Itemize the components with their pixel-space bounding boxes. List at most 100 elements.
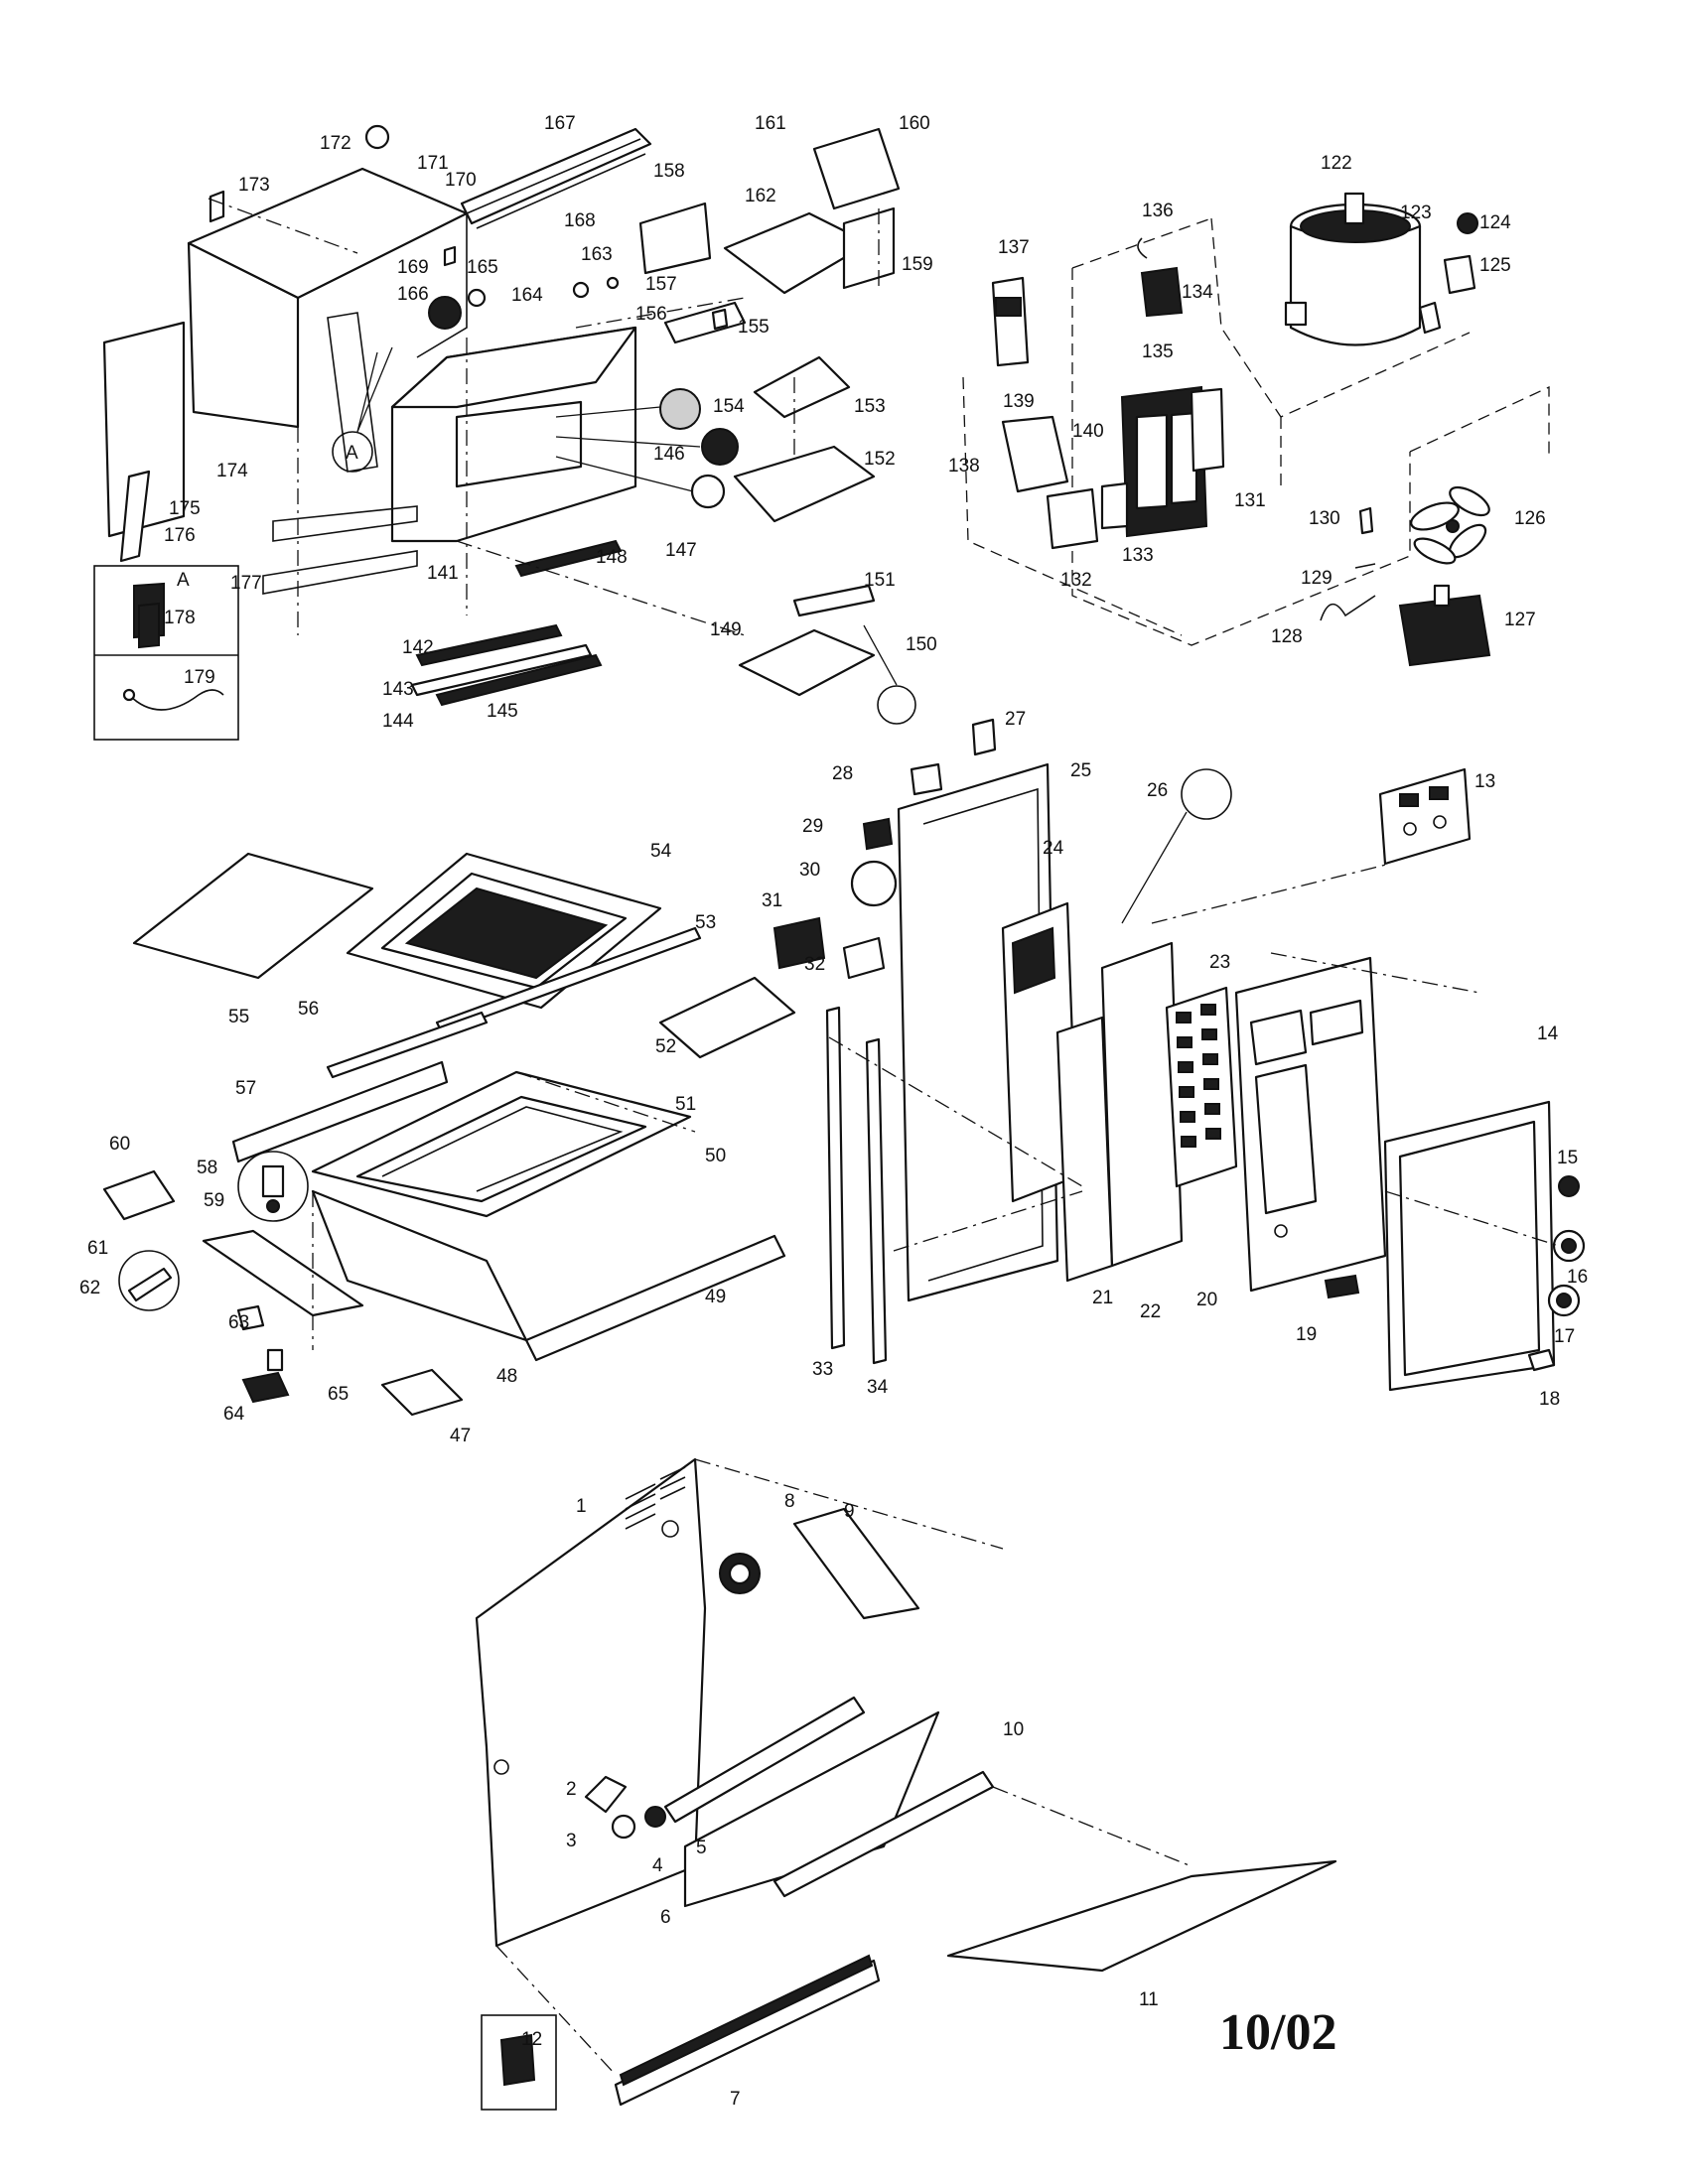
callout-62: 62 xyxy=(79,1278,100,1298)
fuse-holder xyxy=(1443,254,1476,295)
date-stamp: 10/02 xyxy=(1219,2004,1337,2061)
callout-139: 139 xyxy=(1003,391,1035,412)
callouts: 1 2 3 4 5 6 7 8 9 10 11 12 13 14 15 16 1… xyxy=(79,113,1588,2110)
callout-134: 134 xyxy=(1182,282,1213,303)
callout-3: 3 xyxy=(566,1831,577,1851)
electrical-assembly xyxy=(962,192,1550,667)
callout-147: 147 xyxy=(665,540,697,561)
callout-172: 172 xyxy=(320,133,351,154)
keypad-keys xyxy=(1176,1004,1221,1148)
callout-30: 30 xyxy=(799,860,820,881)
hinge-strip xyxy=(658,976,796,1059)
fan-blade xyxy=(1410,485,1490,565)
callout-144: 144 xyxy=(382,711,414,732)
callout-157: 157 xyxy=(645,274,677,295)
control-panel-assembly xyxy=(772,718,1586,1392)
callout-21: 21 xyxy=(1092,1288,1113,1308)
callout-127: 127 xyxy=(1504,610,1536,630)
callout-171: 171 xyxy=(417,153,449,174)
air-duct xyxy=(460,127,652,225)
door-bottom-assembly xyxy=(102,852,796,1417)
switch-32 xyxy=(842,936,886,980)
callout-123: 123 xyxy=(1400,203,1432,223)
callout-131: 131 xyxy=(1234,490,1266,511)
switch-31 xyxy=(772,916,826,970)
callout-133: 133 xyxy=(1122,545,1154,566)
fan-wire xyxy=(1320,595,1376,621)
callout-132: 132 xyxy=(1060,570,1092,591)
callout-54: 54 xyxy=(650,841,672,862)
callout-158: 158 xyxy=(653,161,685,182)
callout-136: 136 xyxy=(1142,201,1174,221)
callout-25: 25 xyxy=(1070,760,1091,781)
callout-161: 161 xyxy=(755,113,786,134)
latch-block xyxy=(241,1371,290,1404)
callout-125: 125 xyxy=(1479,255,1511,276)
callout-166: 166 xyxy=(397,284,429,305)
detail-58-circle xyxy=(237,1151,309,1222)
callout-65: 65 xyxy=(328,1384,349,1405)
cabinet-assembly xyxy=(475,1457,1337,2107)
detail-box-marker: A xyxy=(177,570,190,591)
callout-58: 58 xyxy=(197,1158,217,1178)
callout-29: 29 xyxy=(802,816,823,837)
magnetron xyxy=(1289,224,1422,346)
callout-162: 162 xyxy=(745,186,776,206)
interlock-switch xyxy=(991,276,1030,367)
callout-154: 154 xyxy=(713,396,745,417)
callout-14: 14 xyxy=(1537,1024,1559,1044)
callout-10: 10 xyxy=(1003,1719,1024,1740)
door-window-sheet xyxy=(132,852,374,980)
vent-slots xyxy=(625,1466,686,1530)
callout-126: 126 xyxy=(1514,508,1546,529)
capacitor-134 xyxy=(1190,387,1225,473)
drip-tray xyxy=(738,628,876,697)
top-cover xyxy=(946,1859,1337,1973)
callout-176: 176 xyxy=(164,525,196,546)
membrane-overlay xyxy=(1100,941,1184,1268)
display-module xyxy=(1378,767,1472,866)
callout-32: 32 xyxy=(804,954,825,975)
callout-163: 163 xyxy=(581,244,613,265)
callout-49: 49 xyxy=(705,1287,726,1307)
callout-179: 179 xyxy=(184,667,215,688)
callout-63: 63 xyxy=(228,1312,249,1333)
callout-33: 33 xyxy=(812,1359,833,1380)
callout-130: 130 xyxy=(1309,508,1340,529)
callout-26: 26 xyxy=(1147,780,1168,801)
callout-47: 47 xyxy=(450,1426,471,1446)
waveguide-tube xyxy=(272,505,418,542)
latch-rail xyxy=(202,1229,364,1317)
callout-57: 57 xyxy=(235,1078,256,1099)
callout-4: 4 xyxy=(652,1855,663,1876)
callout-20: 20 xyxy=(1196,1290,1217,1310)
control-board xyxy=(1001,415,1069,493)
callout-138: 138 xyxy=(948,456,980,477)
callout-153: 153 xyxy=(854,396,886,417)
callout-22: 22 xyxy=(1140,1301,1161,1322)
callout-149: 149 xyxy=(710,619,742,640)
callout-15: 15 xyxy=(1557,1148,1578,1168)
callout-170: 170 xyxy=(445,170,477,191)
callout-1: 1 xyxy=(576,1496,587,1517)
callout-17: 17 xyxy=(1554,1326,1575,1347)
callout-150: 150 xyxy=(906,634,937,655)
heater-tube xyxy=(663,1696,866,1824)
callout-164: 164 xyxy=(511,285,543,306)
callout-48: 48 xyxy=(496,1366,517,1387)
callout-167: 167 xyxy=(544,113,576,134)
callout-60: 60 xyxy=(109,1134,130,1155)
callout-31: 31 xyxy=(762,890,782,911)
bottom-tray xyxy=(733,445,876,523)
detail-26-circle xyxy=(1181,768,1232,820)
callout-13: 13 xyxy=(1474,771,1495,792)
knob-3 xyxy=(611,1814,636,1840)
callout-27: 27 xyxy=(1005,709,1026,730)
callout-160: 160 xyxy=(899,113,930,134)
callout-175: 175 xyxy=(169,498,201,519)
outer-wrapper xyxy=(475,1457,707,1948)
diode-assembly xyxy=(1140,266,1184,318)
callout-122: 122 xyxy=(1321,153,1352,174)
callout-173: 173 xyxy=(238,175,270,196)
